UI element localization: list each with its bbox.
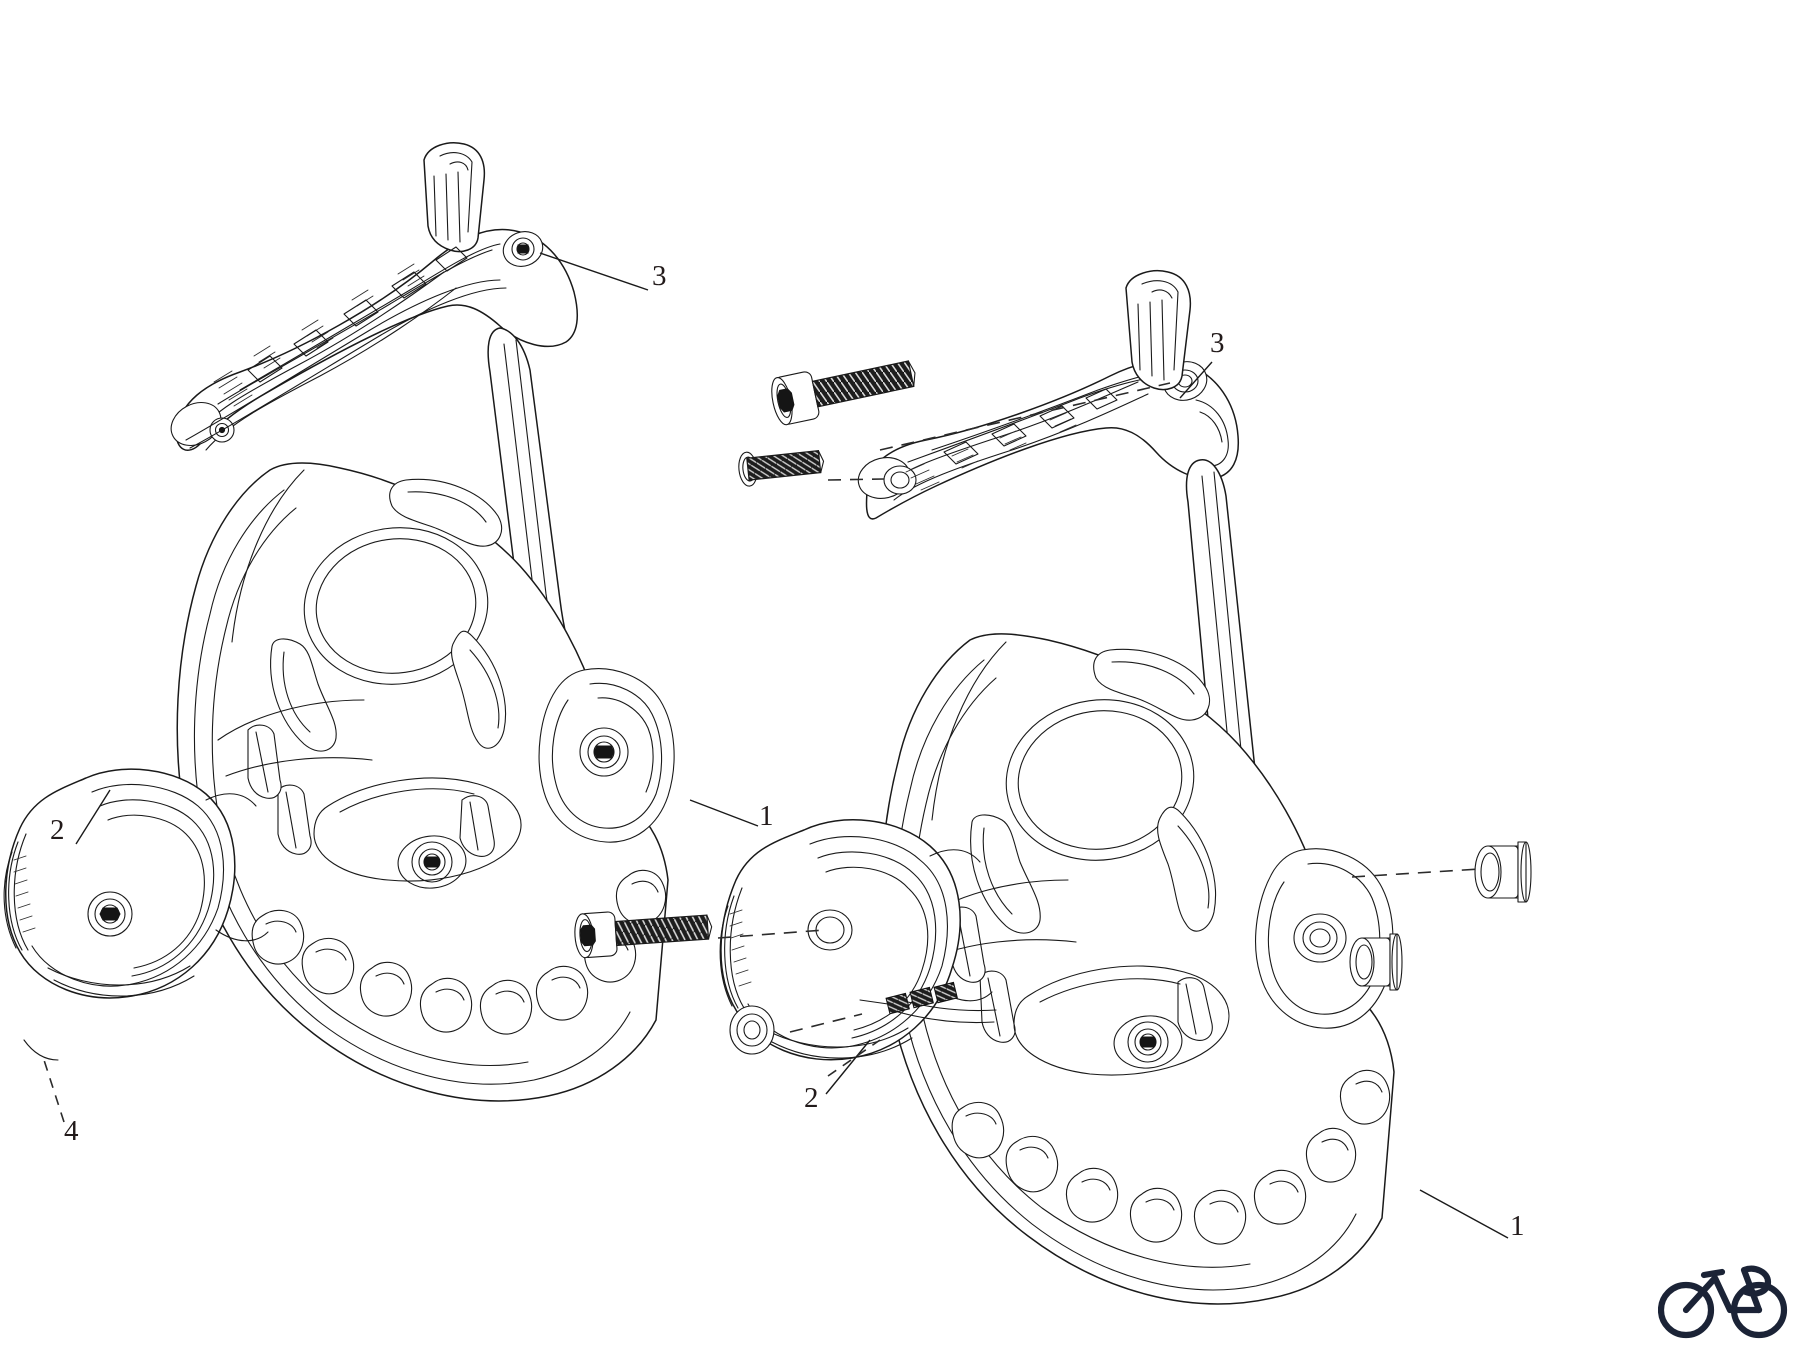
right-leader-2 [825, 1039, 871, 1095]
callout-right-1: 1 [1510, 1210, 1525, 1242]
bolt-mid-right [738, 450, 885, 487]
callout-right-2: 2 [804, 1082, 819, 1114]
bolt-upper-right [771, 360, 1171, 451]
callout-left-3: 3 [652, 260, 667, 292]
left-mid-boss [397, 835, 467, 889]
bushing-upper [1351, 841, 1532, 903]
left-inner-slots [247, 724, 495, 857]
right-assembly [574, 270, 1532, 1305]
bicycle-ovr-logo [1657, 1248, 1788, 1340]
left-leader-1 [689, 799, 759, 827]
callout-left-1: 1 [759, 800, 774, 832]
right-part-1-backplate [880, 459, 1395, 1305]
left-assembly [3, 142, 759, 1123]
right-perimeter-cutouts [951, 1069, 1391, 1245]
left-leader-2 [75, 789, 111, 845]
left-part-2-skid-plate [3, 768, 269, 999]
left-part-3-upper-slider [170, 142, 579, 451]
callout-left-2: 2 [50, 814, 65, 846]
right-leader-3 [1179, 361, 1213, 399]
left-right-boss [538, 668, 675, 843]
left-part-4-wear-strip [23, 1039, 65, 1123]
bolt-lower-right [574, 911, 825, 959]
right-part-3-upper-slider [857, 270, 1240, 520]
left-part-1-backplate [176, 327, 675, 1102]
bushing-lower [729, 1005, 863, 1055]
right-mid-boss [1113, 1015, 1183, 1069]
callout-right-3: 3 [1210, 327, 1225, 359]
left-leader-3 [539, 252, 649, 291]
right-leader-1 [1419, 1189, 1509, 1239]
set-screws-group [859, 981, 958, 1015]
callout-left-4: 4 [64, 1115, 79, 1147]
bushing-mid [1349, 933, 1403, 991]
